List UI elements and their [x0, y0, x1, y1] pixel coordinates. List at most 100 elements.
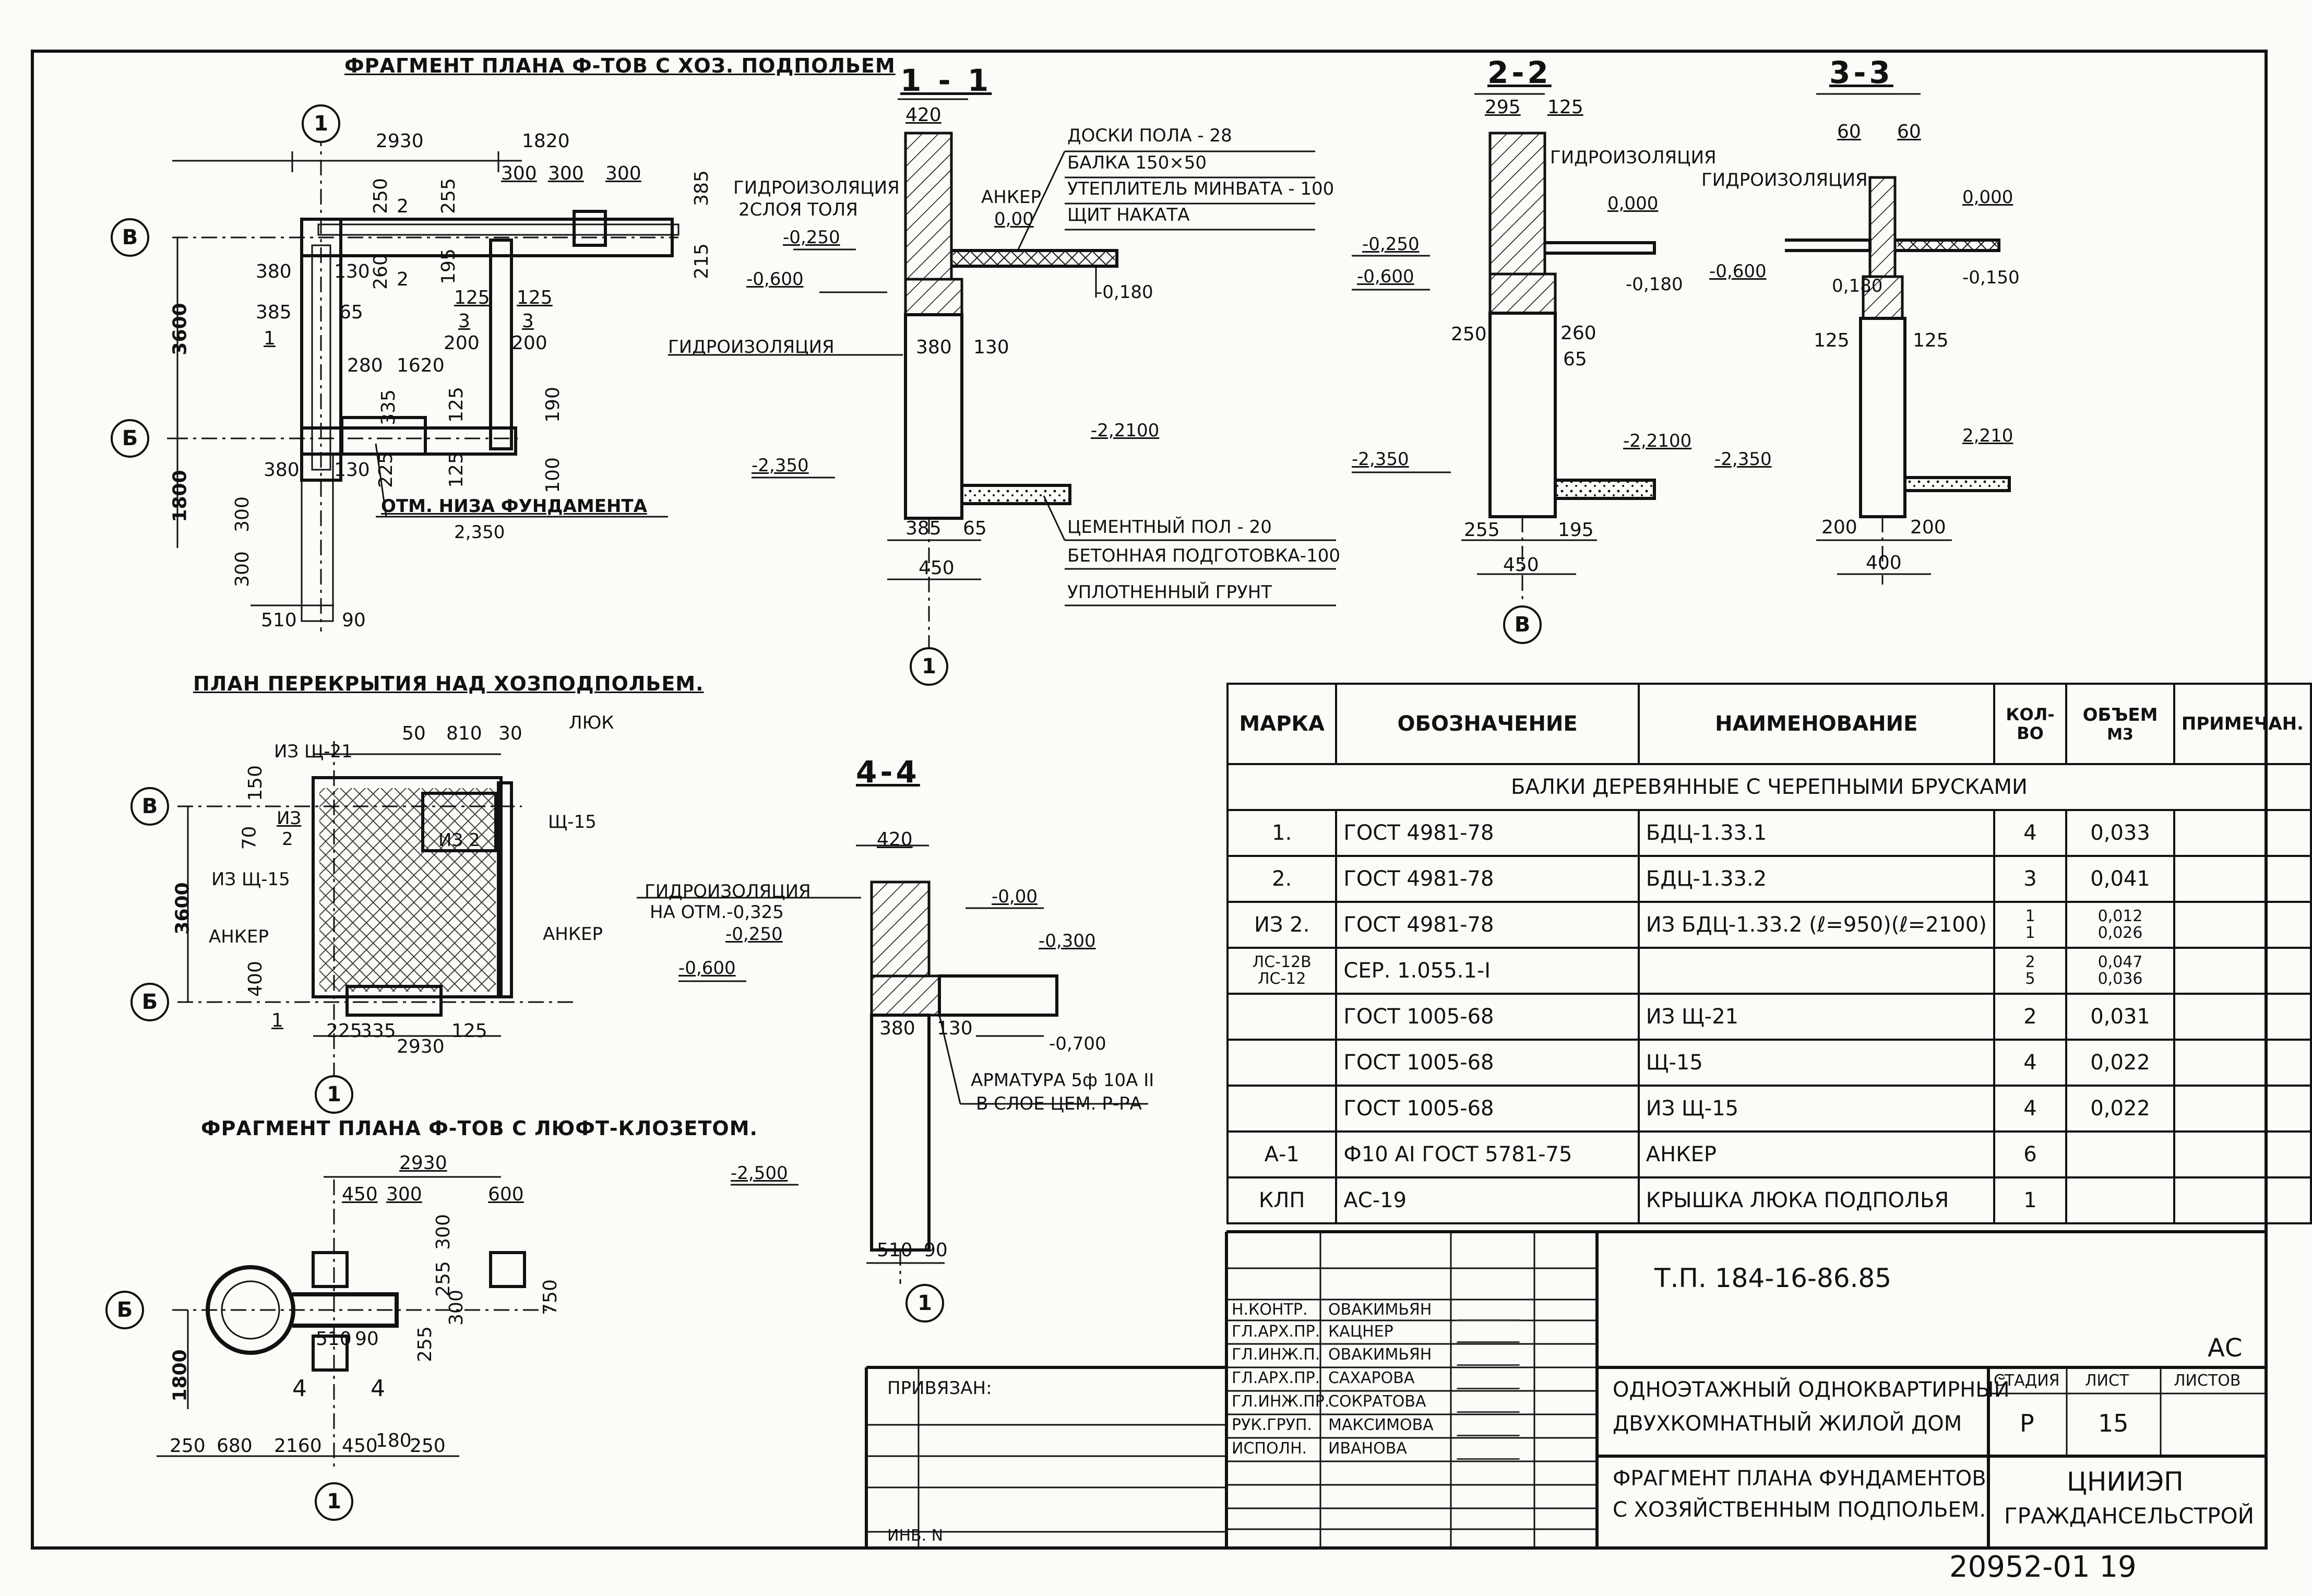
- spec-cell-mark: КЛП: [1226, 1176, 1338, 1224]
- spec-cell-note: [2173, 901, 2312, 949]
- spec-cell-designation: ГОСТ 1005-68: [1335, 1039, 1640, 1087]
- plan1-dim: 1620: [397, 355, 445, 376]
- stage-value: Р: [2020, 1409, 2034, 1437]
- plan2-dim: 50: [402, 723, 426, 744]
- plan3-dim: 2930: [399, 1152, 447, 1174]
- spec-cell-mark: 2.: [1226, 855, 1338, 903]
- sec44-dim: 130: [937, 1018, 973, 1039]
- titleblock-grid: [865, 1230, 2266, 1548]
- plan2-dim: 335: [360, 1020, 396, 1042]
- sec11-beam-label: БАЛКА 150×50: [1067, 152, 1207, 173]
- signer-name: КАЦНЕР: [1328, 1323, 1393, 1341]
- plan2-label: ИЗ Щ-21: [274, 741, 353, 762]
- plan1-geometry: [167, 130, 680, 632]
- signer-role: ГЛ.АРХ.ПР.: [1232, 1323, 1320, 1341]
- sec33-level: 0,180: [1832, 276, 1883, 296]
- sec11-level: -2,350: [752, 455, 809, 476]
- spec-cell-name: ИЗ Щ-21: [1637, 993, 1995, 1041]
- sec33-level: 0,000: [1962, 187, 2013, 208]
- plan3-dim: 250: [170, 1435, 206, 1457]
- spec-header-row: МАРКА ОБОЗНАЧЕНИЕ НАИМЕНОВАНИЕ КОЛ-ВО ОБ…: [1226, 683, 2312, 765]
- spec-cell-note: [2173, 1176, 2312, 1224]
- plan1-dim: 510: [261, 610, 297, 631]
- plan1-dim: 3: [458, 311, 470, 332]
- sec44-level: -0,250: [725, 924, 783, 945]
- spec-table: МАРКА ОБОЗНАЧЕНИЕ НАИМЕНОВАНИЕ КОЛ-ВО ОБ…: [1226, 683, 2312, 1224]
- spec-cell-mark-line: ЛС-12В: [1252, 953, 1312, 971]
- sec11-insul-label: УТЕПЛИТЕЛЬ МИНВАТА - 100: [1067, 178, 1334, 199]
- axis-marker-1: 1: [302, 104, 340, 143]
- spec-header-note: ПРИМЕЧАН.: [2173, 683, 2312, 765]
- spec-cell-qty: 4: [1993, 1085, 2068, 1133]
- sec11-waterproof2-label: ГИДРОИЗОЛЯЦИЯ: [668, 337, 835, 358]
- plan1-dim: 190: [542, 387, 564, 423]
- signer-role: ГЛ.ИНЖ.П.: [1232, 1345, 1320, 1364]
- plan2-label: ИЗ Щ-15: [211, 869, 290, 890]
- spec-cell-mark: [1226, 1085, 1338, 1133]
- plan3-dim: 1800: [169, 1349, 191, 1402]
- spec-cell-name: [1637, 947, 1995, 995]
- sec44-level: -0,300: [1039, 931, 1096, 951]
- drawing-title-line2: С ХОЗЯЙСТВЕННЫМ ПОДПОЛЬЕМ.: [1613, 1498, 1986, 1522]
- sheets-label: ЛИСТОВ: [2174, 1372, 2241, 1390]
- plan2-axis-marker-1: 1: [315, 1075, 353, 1114]
- signer-name: ИВАНОВА: [1328, 1439, 1407, 1458]
- spec-cell-qty-line: 2: [2025, 953, 2035, 971]
- plan2-anchor-label: АНКЕР: [209, 926, 269, 947]
- sec11-axis-marker: 1: [910, 647, 948, 686]
- sec11-floor-label: ДОСКИ ПОЛА - 28: [1067, 125, 1232, 146]
- sec44-dim: 380: [879, 1018, 915, 1039]
- spec-cell-mark: ИЗ 2.: [1226, 901, 1338, 949]
- spec-cell-mark: 1.: [1226, 809, 1338, 857]
- sec11-concrete-label: БЕТОННАЯ ПОДГОТОВКА-100: [1067, 545, 1340, 566]
- spec-cell-designation: АС-19: [1335, 1176, 1640, 1224]
- project-title-line2: ДВУХКОМНАТНЫЙ ЖИЛОЙ ДОМ: [1613, 1412, 1962, 1436]
- plan3-cut-mark: 4: [292, 1375, 307, 1402]
- spec-cell-volume: 0,033: [2065, 809, 2175, 857]
- axis-marker-v: В: [111, 218, 149, 257]
- sec33-level: -0,150: [1962, 267, 2020, 288]
- sec11-soil-label: УПЛОТНЕННЫЙ ГРУНТ: [1067, 582, 1272, 603]
- sec44-waterproof-sub: НА ОТМ.-0,325: [650, 902, 784, 923]
- plan1-dim: 300: [501, 163, 537, 184]
- plan1-dim: 260: [370, 254, 391, 290]
- sec11-level: -0,600: [746, 269, 804, 290]
- spec-cell-mark: [1226, 993, 1338, 1041]
- plan1-dim: 385: [690, 170, 712, 206]
- spec-cell-volume-line: 0,047: [2098, 953, 2143, 971]
- sec11-waterproof-sub: 2СЛОЯ ТОЛЯ: [738, 199, 858, 220]
- plan1-dim: 300: [548, 163, 584, 184]
- plan1-dim: 3: [522, 311, 534, 332]
- signature-mark: [1456, 1301, 1529, 1321]
- spec-cell-volume: 0,022: [2065, 1085, 2175, 1133]
- sec11-waterproof-label: ГИДРОИЗОЛЯЦИЯ: [733, 177, 900, 198]
- sec11-level: -2,2100: [1091, 420, 1160, 441]
- plan3-cut-mark: 4: [371, 1375, 385, 1402]
- plan1-dim: 100: [542, 457, 564, 493]
- plan3-dim: 180: [376, 1430, 412, 1451]
- sec33-level: -0,600: [1709, 261, 1767, 282]
- sec11-level: 0,00: [994, 209, 1034, 230]
- plan2-title: ПЛАН ПЕРЕКРЫТИЯ НАД ХОЗПОДПОЛЬЕМ.: [193, 672, 704, 695]
- signer-name: ОВАКИМЬЯН: [1328, 1301, 1432, 1319]
- plan3-dim: 450: [342, 1435, 378, 1457]
- spec-cell-designation: ГОСТ 1005-68: [1335, 1085, 1640, 1133]
- plan1-dim: 380: [264, 459, 300, 481]
- spec-cell-qty: 4: [1993, 1039, 2068, 1087]
- spec-cell-note: [2173, 809, 2312, 857]
- sec11-dim: 385: [905, 518, 942, 539]
- sec44-geometry: [637, 844, 1148, 1284]
- plan2-dim: 400: [244, 961, 266, 997]
- plan1-dim: 200: [444, 332, 480, 354]
- plan1-dim: 255: [437, 178, 459, 214]
- spec-cell-qty: 6: [1993, 1130, 2068, 1178]
- sec22-level: 0,000: [1607, 193, 1659, 214]
- spec-cell-volume: 0,031: [2065, 993, 2175, 1041]
- plan1-dim: 125: [445, 452, 467, 488]
- spec-cell-note: [2173, 1039, 2312, 1087]
- plan1-dim: 335: [377, 389, 399, 425]
- plan1-dim: 215: [690, 243, 712, 279]
